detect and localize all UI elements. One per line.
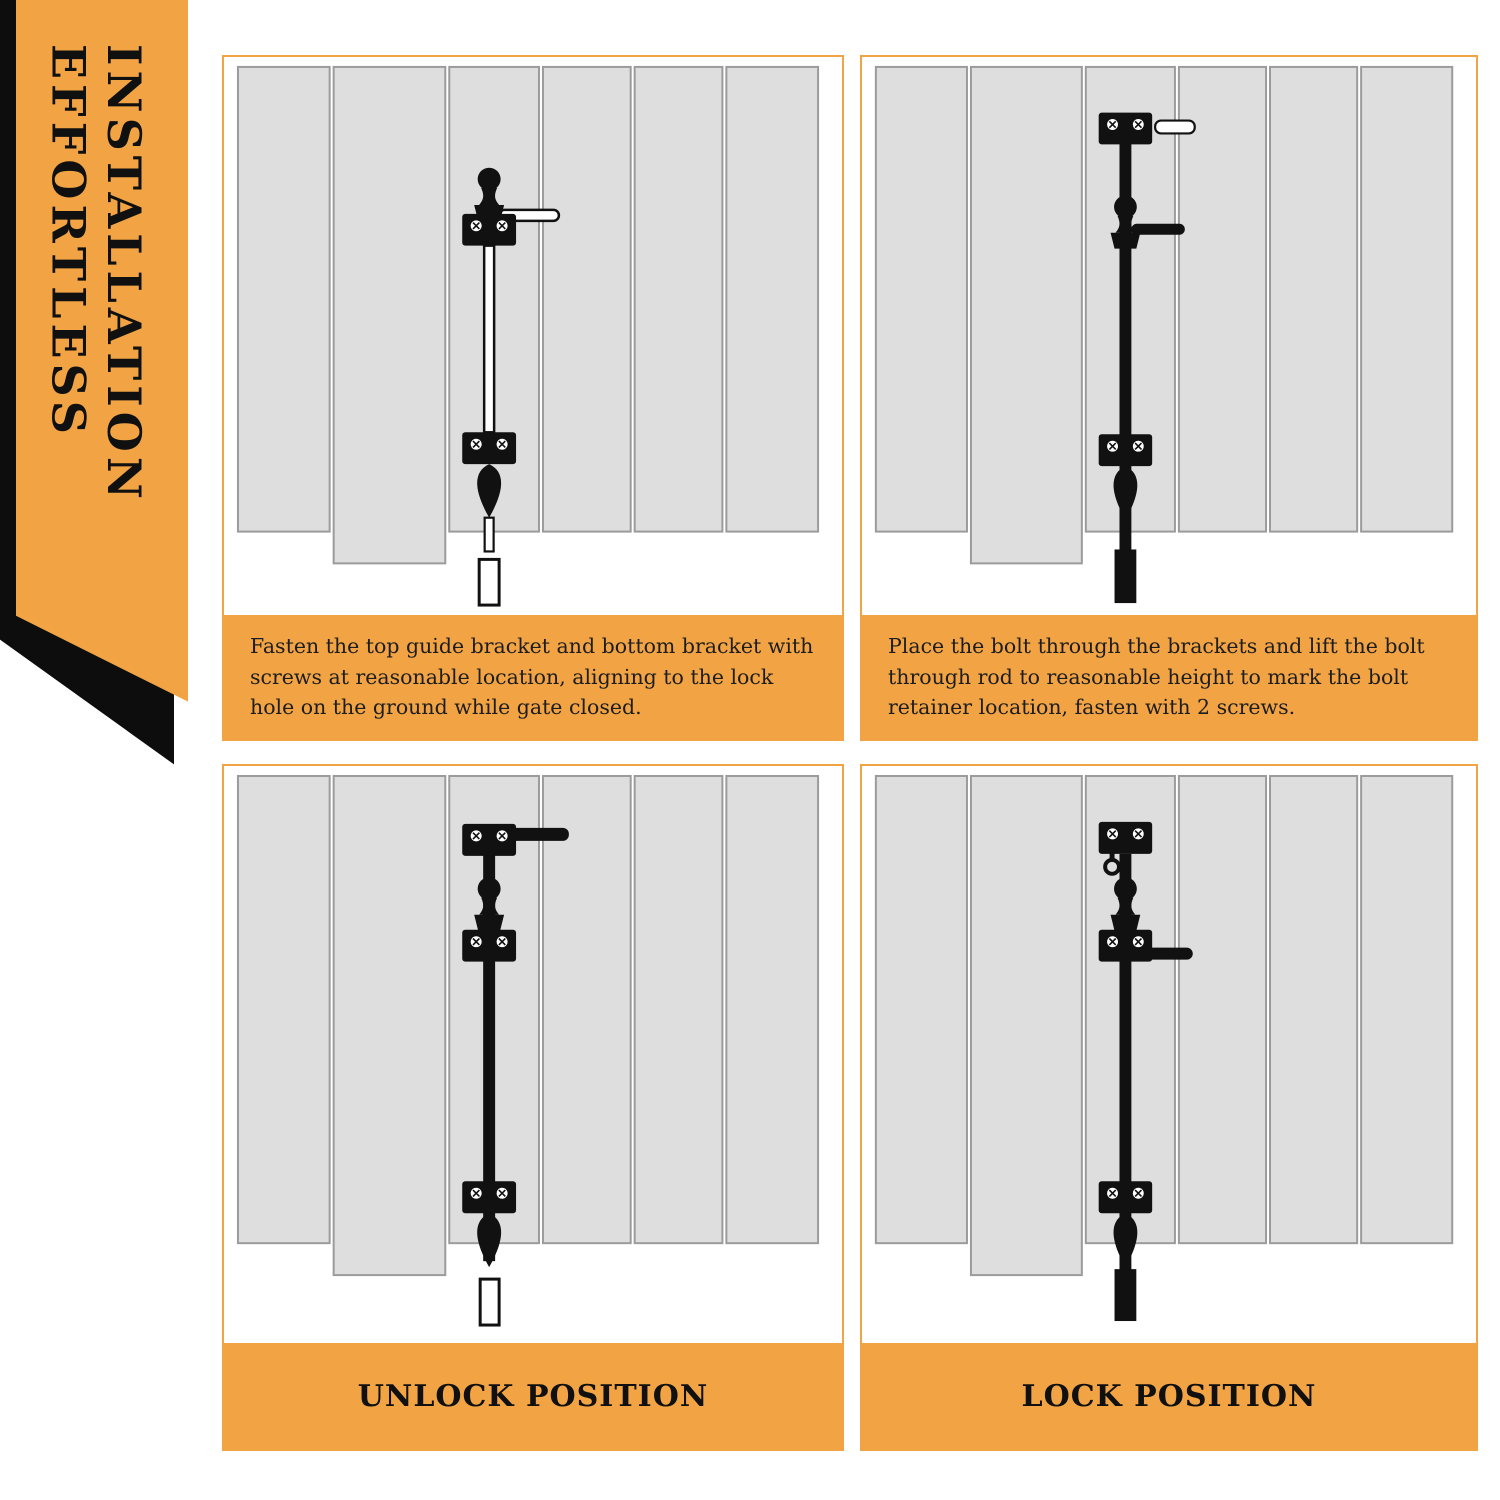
lock-illustration <box>874 774 1454 1322</box>
fence-planks <box>236 774 820 1277</box>
bottom-finial <box>1113 1213 1138 1268</box>
panel-step-2: Place the bolt through the brackets and … <box>860 55 1478 741</box>
top-bracket-plate <box>462 214 516 246</box>
bolt-rod <box>1119 853 1132 1316</box>
ground-sleeve <box>1114 549 1137 604</box>
step-2-art <box>862 57 1476 615</box>
banner-title-line2: INSTALLATION <box>97 44 152 504</box>
bottom-bracket-plate <box>462 1181 516 1213</box>
top-guide-bracket <box>462 824 516 856</box>
step1-illustration <box>236 65 820 607</box>
bottom-bracket-plate <box>1099 434 1152 466</box>
bolt-rod <box>483 837 496 1262</box>
caption-step-2: Place the bolt through the brackets and … <box>862 615 1476 739</box>
caption-lock: LOCK POSITION <box>862 1343 1476 1449</box>
marking-clip-outline <box>1154 119 1196 135</box>
caption-text-lock: LOCK POSITION <box>1021 1378 1317 1414</box>
panel-unlock-position: UNLOCK POSITION <box>222 764 844 1451</box>
ground-sleeve <box>1114 1269 1137 1322</box>
bolt-rod-outline-lower <box>483 516 495 553</box>
step2-illustration <box>874 65 1454 604</box>
ground-sleeve-outline <box>478 1277 501 1327</box>
panel-lock-position: LOCK POSITION <box>860 764 1478 1451</box>
retainer-collar-plate <box>462 930 516 962</box>
caption-text-unlock: UNLOCK POSITION <box>357 1378 709 1414</box>
hook-stem <box>1109 851 1115 861</box>
padlock-hook-icon <box>1103 857 1121 876</box>
banner-title: EFFORTLESS INSTALLATION <box>38 44 154 504</box>
banner-title-line1: EFFORTLESS <box>41 44 96 439</box>
unlock-illustration <box>236 774 820 1327</box>
banner: EFFORTLESS INSTALLATION <box>0 0 200 790</box>
caption-text-step-2: Place the bolt through the brackets and … <box>888 633 1425 720</box>
panel-step-1: Fasten the top guide bracket and bottom … <box>222 55 844 741</box>
bolt-rod-outline <box>482 244 496 434</box>
step-1-art <box>224 57 842 615</box>
bottom-bracket-plate <box>1099 1181 1152 1213</box>
bottom-finial <box>477 1213 502 1268</box>
fence-planks <box>236 65 820 565</box>
top-guide-bracket <box>1099 822 1152 854</box>
lock-art <box>862 766 1476 1343</box>
fence-planks <box>874 774 1454 1277</box>
bottom-bracket-plate <box>462 432 516 464</box>
top-guide-bracket <box>1099 113 1152 145</box>
fence-planks <box>874 65 1454 565</box>
bolt-handle <box>1131 947 1193 960</box>
banner-ribbon-shape <box>16 0 188 702</box>
caption-text-step-1: Fasten the top guide bracket and bottom … <box>250 633 814 720</box>
caption-step-1: Fasten the top guide bracket and bottom … <box>224 615 842 739</box>
bolt-handle <box>1131 223 1185 235</box>
bolt-rod <box>1119 142 1132 598</box>
caption-unlock: UNLOCK POSITION <box>224 1343 842 1449</box>
unlock-art <box>224 766 842 1343</box>
ground-sleeve-outline <box>477 557 501 607</box>
